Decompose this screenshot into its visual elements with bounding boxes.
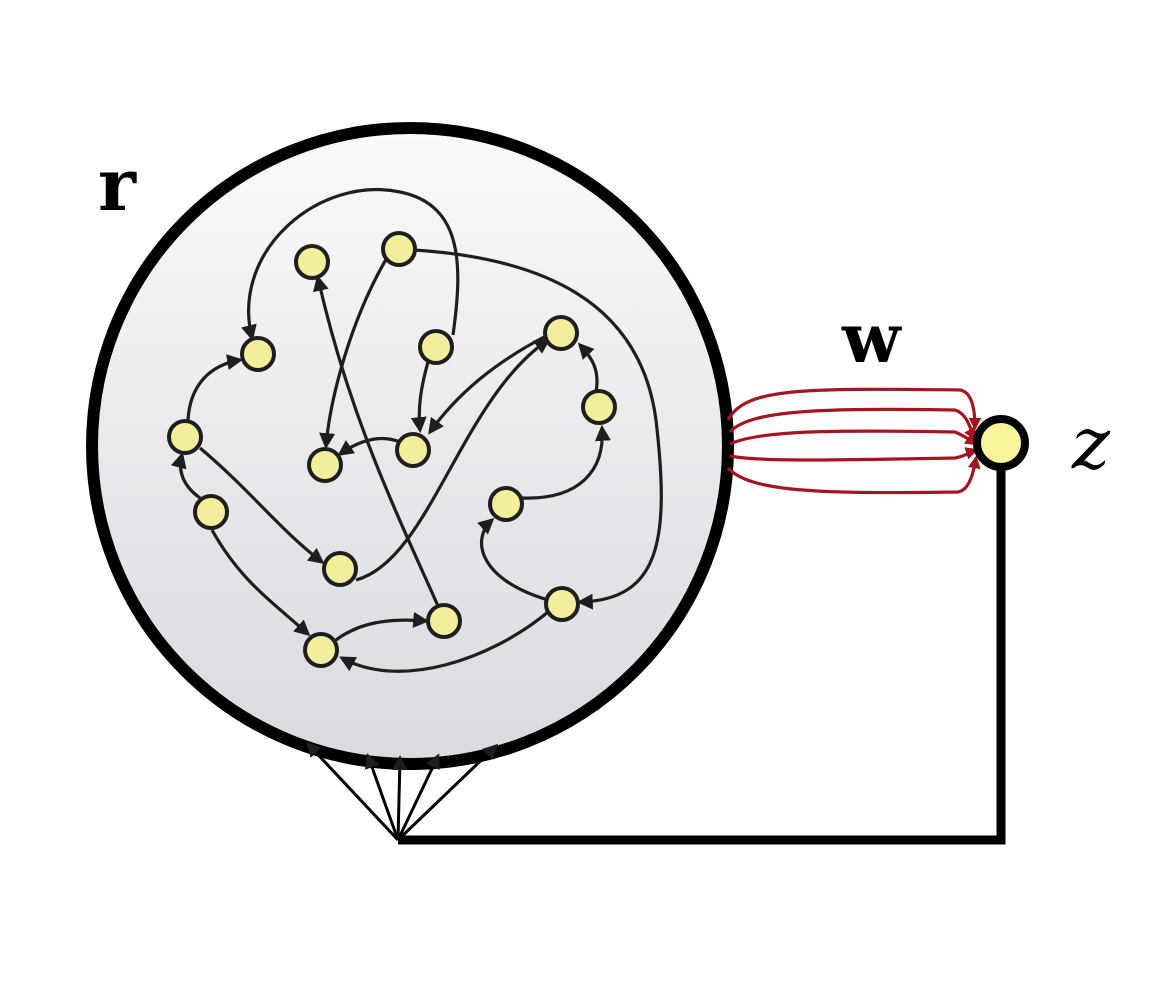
reservoir-unit bbox=[322, 551, 358, 587]
recurrent-edge bbox=[428, 334, 547, 435]
feedback-arrow bbox=[392, 755, 408, 841]
reservoir-unit bbox=[488, 486, 524, 522]
recurrent-edge bbox=[413, 248, 663, 610]
recurrent-edge bbox=[186, 354, 244, 421]
reservoir-unit bbox=[167, 419, 203, 455]
recurrent-edge bbox=[319, 255, 390, 450]
recurrent-edge bbox=[337, 436, 401, 456]
feedback-arrow bbox=[305, 741, 400, 842]
recurrent-edge bbox=[313, 274, 440, 607]
reservoir-unit bbox=[294, 244, 330, 280]
readout-line bbox=[728, 407, 977, 441]
reservoir-unit bbox=[581, 389, 617, 425]
recurrent-edge bbox=[241, 188, 460, 342]
recurrent-connections bbox=[170, 188, 663, 673]
recurrent-edge bbox=[198, 446, 325, 564]
reservoir-unit bbox=[193, 494, 229, 530]
reservoir-unit bbox=[543, 315, 579, 351]
readout-line bbox=[726, 387, 982, 431]
recurrent-edge bbox=[339, 610, 550, 673]
reservoir-unit bbox=[303, 632, 339, 668]
feedback-arrow bbox=[396, 743, 499, 842]
readout-line bbox=[729, 447, 979, 462]
readout-line bbox=[729, 429, 979, 446]
output-label: z bbox=[1071, 401, 1111, 485]
feedback-fan bbox=[305, 741, 499, 842]
reservoir-unit bbox=[381, 231, 417, 267]
readout-connections bbox=[726, 387, 982, 495]
reservoir-units bbox=[167, 231, 617, 668]
recurrent-edge bbox=[521, 424, 611, 500]
reservoir-unit bbox=[544, 586, 580, 622]
recurrent-edge bbox=[210, 529, 311, 637]
recurrent-edge bbox=[335, 611, 430, 642]
recurrent-edge bbox=[577, 342, 599, 393]
feedback-arrow bbox=[364, 753, 400, 841]
feedback-arrow bbox=[396, 753, 440, 841]
reservoir-unit bbox=[426, 603, 462, 639]
weights-label: w bbox=[841, 299, 902, 379]
reservoir-label: r bbox=[98, 142, 137, 227]
recurrent-edge bbox=[355, 338, 551, 582]
readout-line bbox=[726, 455, 981, 495]
reservoir-unit bbox=[395, 432, 431, 468]
reservoir-unit bbox=[307, 447, 343, 483]
recurrent-edge bbox=[410, 361, 430, 434]
reservoir-unit bbox=[240, 336, 276, 372]
recurrent-edge bbox=[477, 517, 549, 602]
feedback-line bbox=[398, 468, 1006, 845]
output-unit bbox=[973, 415, 1029, 471]
reservoir-unit bbox=[418, 329, 454, 365]
recurrent-edge bbox=[170, 451, 201, 500]
